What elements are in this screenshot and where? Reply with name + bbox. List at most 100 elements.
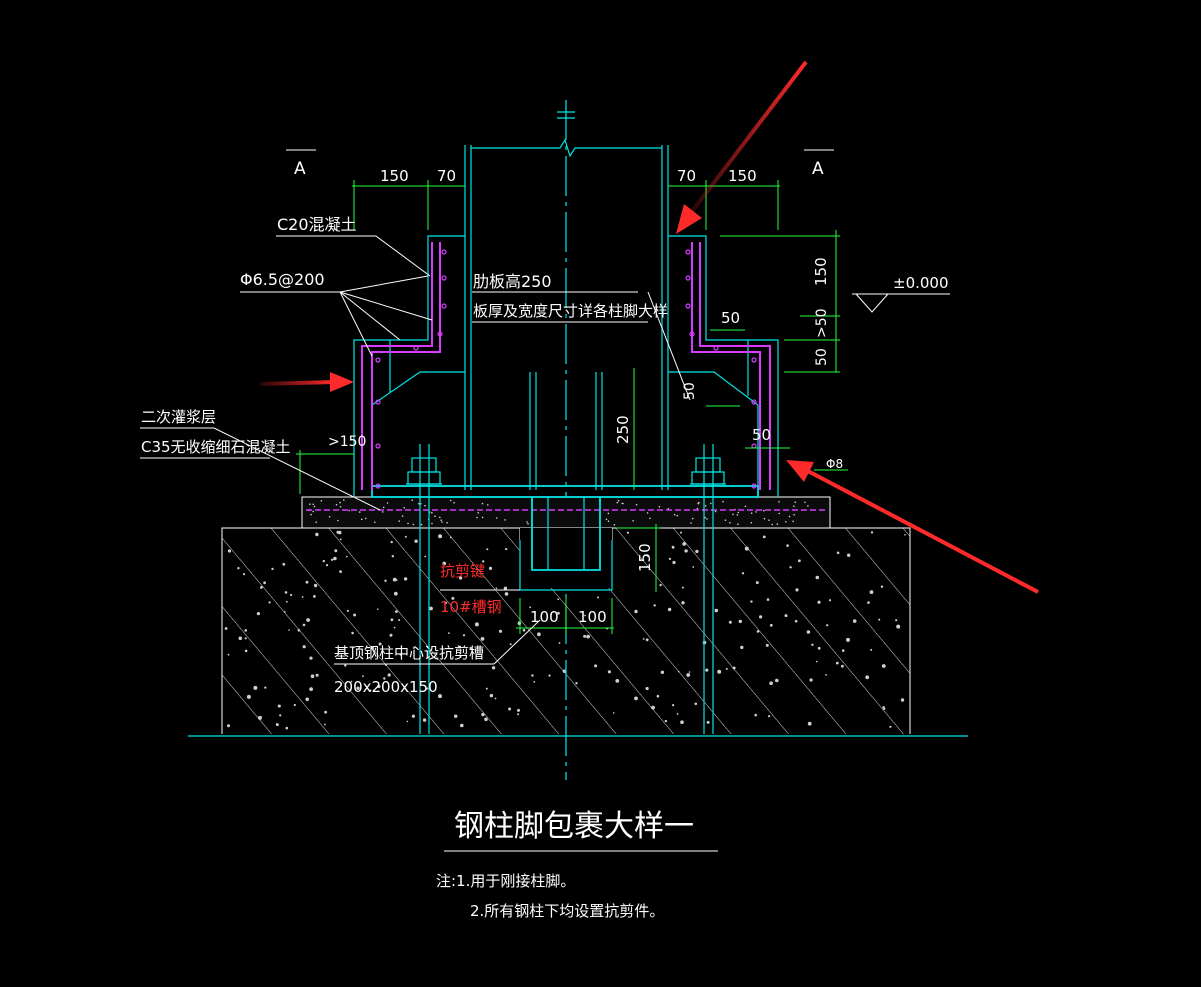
aggregate-dot bbox=[438, 694, 442, 699]
aggregate-dot bbox=[297, 629, 301, 632]
aggregate-dot bbox=[339, 570, 342, 573]
aggregate-dot bbox=[817, 600, 821, 604]
aggregate-dot bbox=[356, 686, 360, 690]
aggregate-dot bbox=[422, 718, 427, 722]
grout-dot bbox=[320, 500, 323, 502]
aggregate-dot bbox=[826, 624, 829, 627]
grout-dot bbox=[732, 513, 734, 516]
aggregate-dot bbox=[548, 674, 551, 677]
grout-dot bbox=[778, 512, 780, 515]
aggregate-dot bbox=[406, 720, 409, 723]
aggregate-dot bbox=[353, 613, 357, 617]
aggregate-dot bbox=[550, 613, 552, 615]
grout-dot bbox=[750, 521, 753, 524]
aggregate-dot bbox=[486, 548, 489, 551]
dim-rib-50: 50 bbox=[682, 382, 698, 400]
grout-dot bbox=[632, 520, 634, 522]
dim-right-ge50: >50 bbox=[814, 308, 830, 338]
grout-dot bbox=[441, 521, 443, 523]
aggregate-dot bbox=[315, 532, 319, 537]
aggregate-dot bbox=[583, 634, 587, 638]
grout-dot bbox=[714, 510, 717, 513]
aggregate-dot bbox=[489, 693, 494, 698]
aggregate-dot bbox=[740, 645, 744, 650]
aggregate-dot bbox=[279, 714, 282, 717]
aggregate-dot bbox=[481, 712, 485, 717]
label-shear-key: 抗剪键 bbox=[440, 562, 485, 580]
aggregate-dot bbox=[377, 608, 379, 610]
grout-dot bbox=[337, 519, 339, 522]
aggregate-dot bbox=[738, 619, 742, 624]
grout-dot bbox=[328, 515, 331, 518]
grout-dot bbox=[676, 514, 679, 517]
grout-dot bbox=[418, 502, 420, 505]
aggregate-dot bbox=[686, 673, 691, 677]
dim-right-150: 150 bbox=[812, 257, 830, 286]
dim-rib-250: 250 bbox=[614, 415, 632, 444]
aggregate-dot bbox=[807, 721, 812, 726]
aggregate-dot bbox=[282, 562, 286, 566]
aggregate-dot bbox=[688, 671, 691, 673]
grout-dot bbox=[607, 512, 610, 515]
grout-dot bbox=[382, 506, 385, 509]
aggregate-dot bbox=[293, 703, 296, 707]
aggregate-dot bbox=[895, 619, 898, 622]
aggregate-dot bbox=[537, 632, 541, 637]
aggregate-dot bbox=[370, 646, 375, 650]
aggregate-dot bbox=[322, 559, 325, 563]
aggregate-dot bbox=[384, 579, 387, 582]
aggregate-dot bbox=[695, 549, 699, 554]
aggregate-dot bbox=[517, 713, 520, 716]
grout-dot bbox=[487, 504, 489, 506]
aggregate-dot bbox=[256, 612, 260, 616]
aggregate-dot bbox=[485, 687, 488, 690]
aggregate-dot bbox=[387, 673, 391, 677]
rebar-dot bbox=[751, 399, 757, 405]
grout-dot bbox=[403, 507, 406, 509]
aggregate-dot bbox=[852, 619, 857, 623]
aggregate-dot bbox=[681, 601, 685, 605]
aggregate-dot bbox=[429, 606, 433, 611]
grout-dot bbox=[339, 501, 341, 504]
grout-dot bbox=[793, 505, 795, 508]
aggregate-dot bbox=[495, 587, 498, 589]
aggregate-dot bbox=[786, 544, 789, 547]
aggregate-dot bbox=[754, 713, 757, 717]
grout-dot bbox=[312, 503, 315, 506]
aggregate-dot bbox=[324, 710, 327, 714]
grout-dot bbox=[792, 520, 794, 523]
aggregate-dot bbox=[306, 618, 310, 622]
aggregate-dot bbox=[784, 614, 788, 618]
aggregate-dot bbox=[277, 705, 280, 708]
aggregate-dot bbox=[224, 627, 228, 630]
aggregate-dot bbox=[759, 615, 763, 619]
aggregate-dot bbox=[445, 601, 448, 604]
aggregate-dot bbox=[330, 558, 334, 561]
aggregate-dot bbox=[741, 572, 745, 575]
aggregate-dot bbox=[393, 591, 398, 596]
aggregate-dot bbox=[878, 618, 881, 621]
grout-dot bbox=[481, 516, 484, 519]
dimension-texts: 150 70 70 150 150 50 >50 50 50 250 50 >1… bbox=[328, 167, 843, 626]
aggregate-dot bbox=[509, 643, 512, 646]
grout-dot bbox=[778, 501, 780, 503]
grout-dot bbox=[724, 519, 727, 521]
aggregate-dot bbox=[350, 680, 353, 683]
aggregate-dot bbox=[449, 536, 452, 539]
aggregate-dot bbox=[750, 600, 753, 603]
grout-dot bbox=[398, 520, 401, 522]
aggregate-dot bbox=[459, 655, 462, 658]
aggregate-dot bbox=[395, 579, 398, 581]
aggregate-dot bbox=[246, 694, 251, 699]
grout-dot bbox=[722, 500, 724, 503]
aggregate-dot bbox=[836, 551, 840, 555]
aggregate-dot bbox=[288, 629, 290, 631]
aggregate-dot bbox=[460, 723, 464, 728]
grout-dot bbox=[763, 517, 766, 520]
grout-dot bbox=[358, 511, 361, 513]
aggregate-dot bbox=[346, 609, 349, 612]
grout-dot bbox=[696, 507, 699, 510]
aggregate-dot bbox=[659, 583, 662, 587]
aggregate-dot bbox=[504, 592, 509, 596]
aggregate-dot bbox=[816, 660, 818, 663]
